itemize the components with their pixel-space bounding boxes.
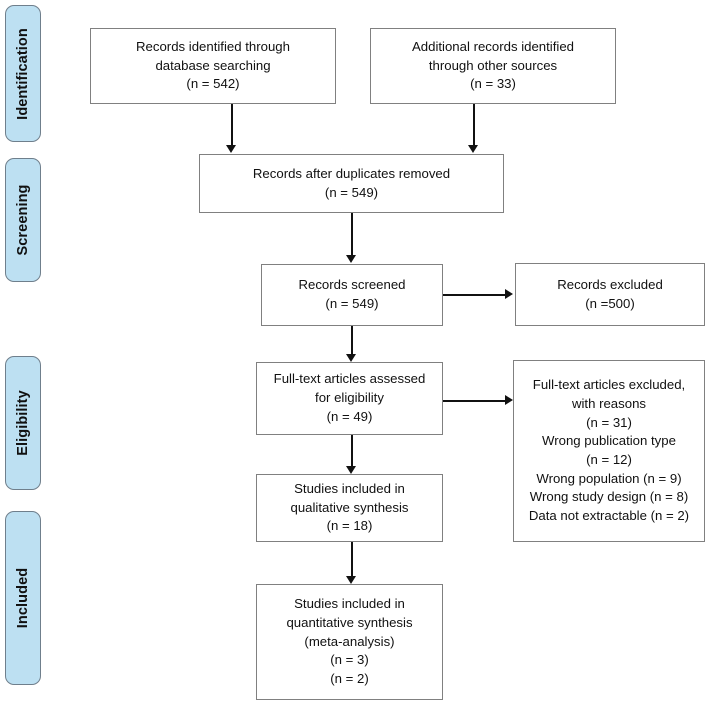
arrowhead-duplicates-to-screened	[346, 255, 356, 263]
box-line: (n = 33)	[470, 76, 516, 92]
box-line: (n = 542)	[186, 76, 240, 92]
box-line: Wrong publication type	[542, 433, 676, 449]
stage-pill-included: Included	[5, 511, 41, 685]
stage-label-eligibility: Eligibility	[15, 390, 31, 456]
arrowhead-qualitative-to-quantitative	[346, 576, 356, 584]
box-line: qualitative synthesis	[290, 499, 409, 515]
box-line: (meta-analysis)	[304, 633, 395, 649]
box-line: (n = 549)	[324, 184, 379, 200]
box-line: Full-text articles assessed	[273, 371, 426, 387]
stage-label-identification: Identification	[15, 27, 31, 120]
box-line: (n = 2)	[330, 671, 369, 687]
box-full-text-excluded: Full-text articles excluded, with reason…	[513, 360, 705, 542]
box-line: Studies included in	[294, 596, 405, 612]
box-line: for eligibility	[315, 390, 384, 406]
box-line: (n = 31)	[586, 414, 632, 430]
stage-pill-identification: Identification	[5, 5, 41, 142]
stage-pill-eligibility: Eligibility	[5, 356, 41, 490]
box-line: (n = 12)	[586, 452, 632, 467]
arrowhead-fulltext-to-excluded-reasons	[505, 395, 513, 405]
connector-screened-to-fulltext	[351, 326, 353, 355]
box-line: (n = 3)	[330, 652, 369, 668]
box-records-after-duplicates-removed: Records after duplicates removed (n = 54…	[199, 154, 504, 213]
stage-pill-screening: Screening	[5, 158, 41, 282]
box-records-excluded: Records excluded (n =500)	[515, 263, 705, 326]
stage-label-included: Included	[15, 567, 31, 629]
box-line: (n = 18)	[326, 518, 373, 534]
box-line: (n = 549)	[325, 296, 379, 311]
box-line: Records identified through	[136, 38, 290, 54]
box-line: Records after duplicates removed	[252, 165, 451, 181]
arrowhead-additional-to-duplicates	[468, 145, 478, 153]
connector-screened-to-excluded	[443, 294, 507, 296]
arrowhead-identified-to-duplicates	[226, 145, 236, 153]
box-line: Records excluded	[557, 276, 663, 292]
box-records-screened: Records screened (n = 549)	[261, 264, 443, 326]
connector-fulltext-to-qualitative	[351, 435, 353, 467]
stage-label-screening: Screening	[15, 184, 31, 256]
connector-duplicates-to-screened	[351, 213, 353, 256]
box-line: quantitative synthesis	[286, 614, 413, 630]
arrowhead-screened-to-fulltext	[346, 354, 356, 362]
connector-fulltext-to-excluded-reasons	[443, 400, 507, 402]
arrowhead-fulltext-to-qualitative	[346, 466, 356, 474]
connector-qualitative-to-quantitative	[351, 542, 353, 577]
box-line: through other sources	[428, 57, 558, 73]
box-line: Wrong study design (n = 8)	[529, 489, 689, 505]
arrowhead-screened-to-excluded	[505, 289, 513, 299]
box-line: Wrong population (n = 9)	[536, 470, 682, 486]
connector-additional-to-duplicates	[473, 104, 475, 146]
box-additional-records-other-sources: Additional records identified through ot…	[370, 28, 616, 104]
box-line: (n =500)	[585, 295, 635, 311]
box-line: Studies included in	[294, 480, 405, 496]
box-line: database searching	[155, 57, 271, 73]
box-line: Data not extractable (n = 2)	[528, 508, 690, 524]
box-records-identified-database: Records identified through database sear…	[90, 28, 336, 104]
box-studies-quantitative: Studies included in quantitative synthes…	[256, 584, 443, 700]
box-full-text-assessed: Full-text articles assessed for eligibil…	[256, 362, 443, 435]
box-line: with reasons	[571, 395, 647, 411]
connector-identified-to-duplicates	[231, 104, 233, 146]
box-line: Full-text articles excluded,	[532, 377, 686, 393]
box-studies-qualitative: Studies included in qualitative synthesi…	[256, 474, 443, 542]
box-line: (n = 49)	[326, 408, 373, 424]
box-line: Records screened	[298, 277, 406, 293]
box-line: Additional records identified	[411, 38, 574, 54]
